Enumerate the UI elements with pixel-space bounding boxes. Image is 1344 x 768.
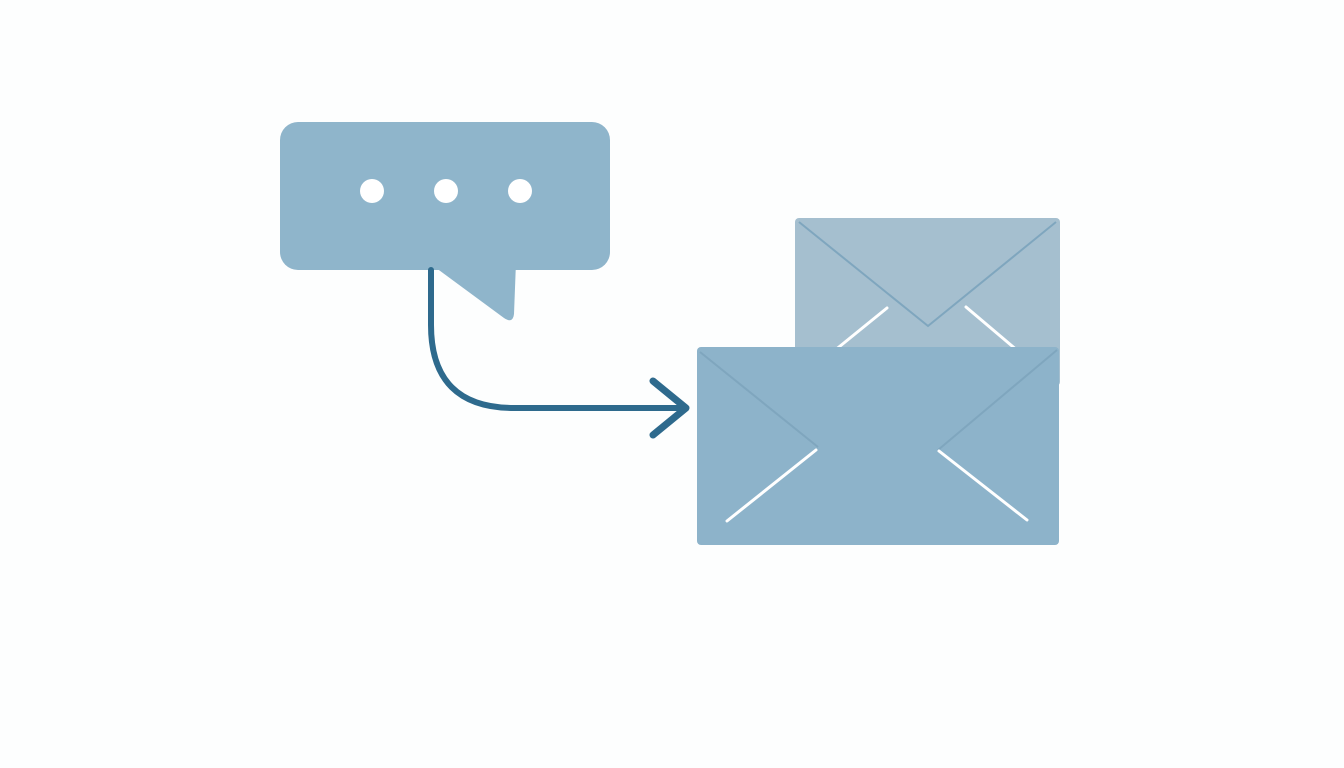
curved-arrow-icon xyxy=(428,267,690,439)
typing-dot-2 xyxy=(434,179,458,203)
envelope-front-icon xyxy=(697,347,1059,545)
typing-dot-3 xyxy=(508,179,532,203)
chat-bubble-icon xyxy=(280,122,610,321)
typing-dot-1 xyxy=(360,179,384,203)
typing-dots-icon xyxy=(360,179,532,203)
